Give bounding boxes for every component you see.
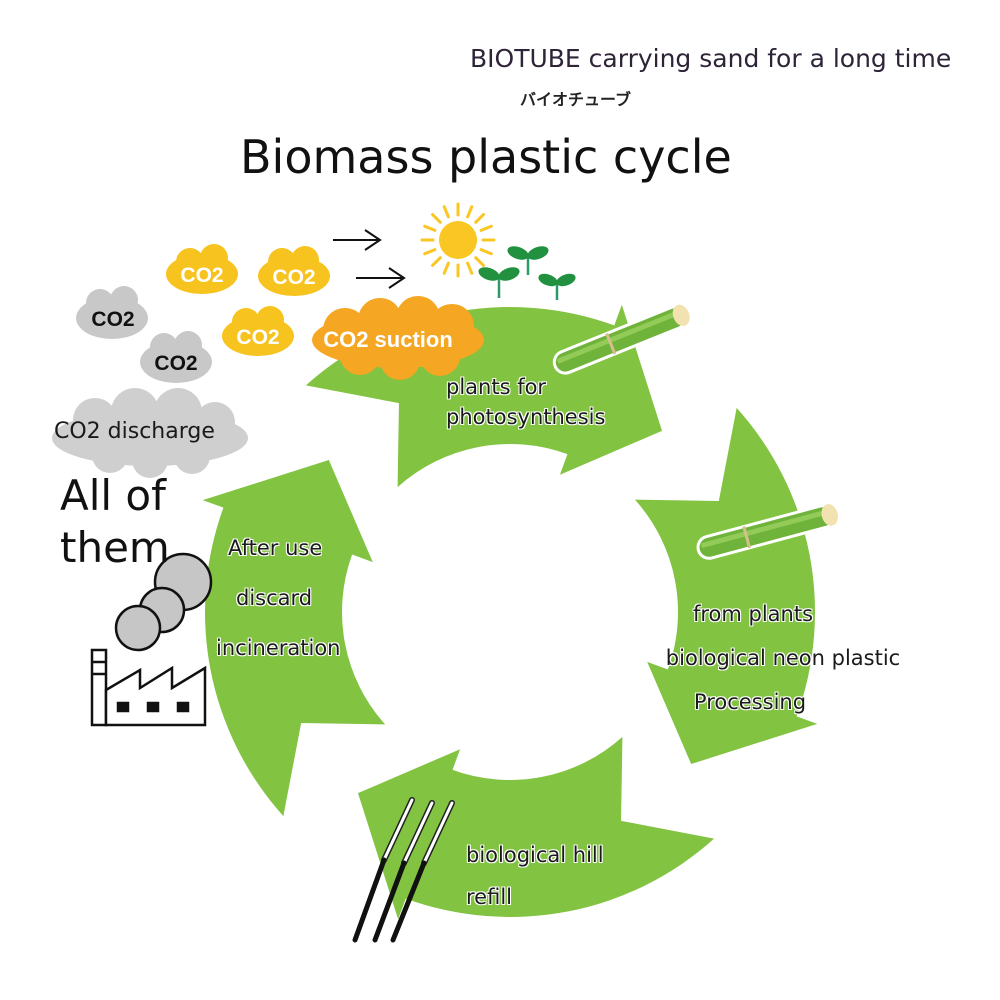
stage-processing: from plants biological neon plastic Proc…	[648, 592, 918, 724]
sugarcane-icon	[696, 504, 838, 560]
co2-yellow-cloud	[222, 306, 294, 356]
page-title: Biomass plastic cycle	[240, 130, 732, 184]
co2-suction-cloud	[312, 296, 484, 380]
stage-line: refill	[466, 885, 512, 909]
co2-yellow-cloud	[258, 246, 330, 296]
cycle-arrow-refill	[357, 736, 715, 920]
sun-ray	[431, 213, 442, 224]
stage-line: photosynthesis	[446, 405, 606, 429]
smoke-icon	[114, 552, 213, 652]
sprout-icon	[478, 267, 520, 298]
sun-ray	[442, 205, 450, 219]
sun-ray	[466, 261, 474, 275]
pen-refill-icon	[352, 797, 455, 943]
stage-line: discard	[236, 586, 313, 610]
cycle-arrow-processing	[634, 407, 818, 765]
stage-line: from plants	[692, 602, 814, 626]
stage-line: After use	[228, 536, 323, 560]
sugarcane-icon	[552, 304, 690, 375]
sun-ray	[431, 256, 442, 267]
co2-gray-cloud	[76, 286, 148, 339]
stage-line: biological neon plastic	[665, 646, 901, 670]
factory-icon	[90, 648, 207, 727]
co2-discharge-cloud	[52, 388, 248, 478]
co2-label: CO2	[272, 266, 315, 289]
stage-disposal: After use discard incineration	[216, 523, 340, 673]
co2-yellow-cloud	[166, 244, 238, 294]
side-note-line: All of	[60, 471, 166, 520]
sprout-icon	[507, 246, 549, 275]
sun-ray	[423, 224, 437, 232]
co2-discharge-label: CO2 discharge	[54, 419, 215, 444]
side-note-line: them	[60, 523, 170, 572]
side-note: All of them	[60, 470, 170, 574]
sun-ray	[479, 248, 493, 256]
sprout-icon	[538, 273, 576, 300]
cycle-arrow-disposal	[202, 459, 386, 817]
flow-arrow-icon	[356, 267, 406, 289]
stage-line: Processing	[693, 690, 807, 714]
sun-ray	[479, 224, 493, 232]
stage-line: incineration	[216, 636, 341, 660]
sun-ray	[474, 213, 485, 224]
sun-ray	[442, 261, 450, 275]
co2-label: CO2	[236, 326, 279, 349]
japanese-label: バイオチューブ	[520, 90, 632, 109]
co2-label: CO2	[180, 264, 223, 287]
co2-label: CO2	[91, 308, 134, 331]
stage-line: biological hill	[466, 843, 604, 867]
co2-label: CO2	[154, 352, 197, 375]
sun-icon	[420, 202, 496, 278]
co2-suction-label: CO2 suction	[323, 327, 453, 352]
subtitle: BIOTUBE carrying sand for a long time	[470, 44, 952, 73]
sun-ray	[474, 256, 485, 267]
sun-ray	[423, 248, 437, 256]
stage-refill: biological hill refill	[466, 834, 604, 918]
sun-ray	[466, 205, 474, 219]
stage-line: plants for	[446, 375, 547, 399]
co2-gray-cloud	[140, 331, 212, 383]
stage-photosynthesis: plants for photosynthesis	[446, 372, 605, 432]
flow-arrow-icon	[333, 229, 382, 251]
